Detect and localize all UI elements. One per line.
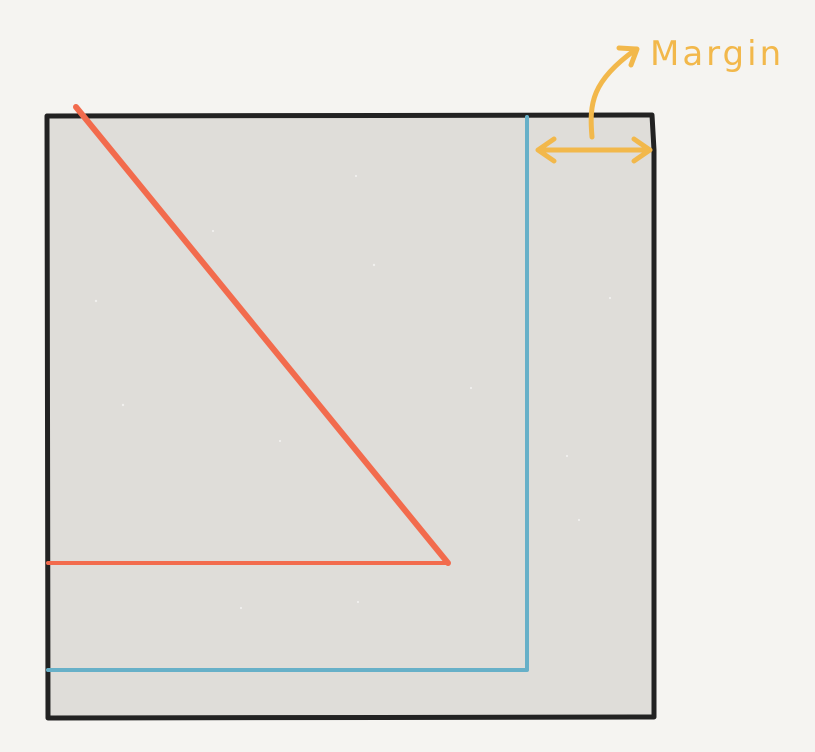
margin-width-arrow [535, 136, 653, 164]
page-square [44, 112, 657, 721]
margin-label: Margin [650, 34, 784, 74]
margin-callout-arrow [588, 45, 640, 140]
triangle-diagonal [73, 104, 451, 566]
content-boundary [46, 115, 529, 672]
margin-annotation: Margin [535, 34, 784, 164]
paper-speckles [94, 174, 612, 610]
